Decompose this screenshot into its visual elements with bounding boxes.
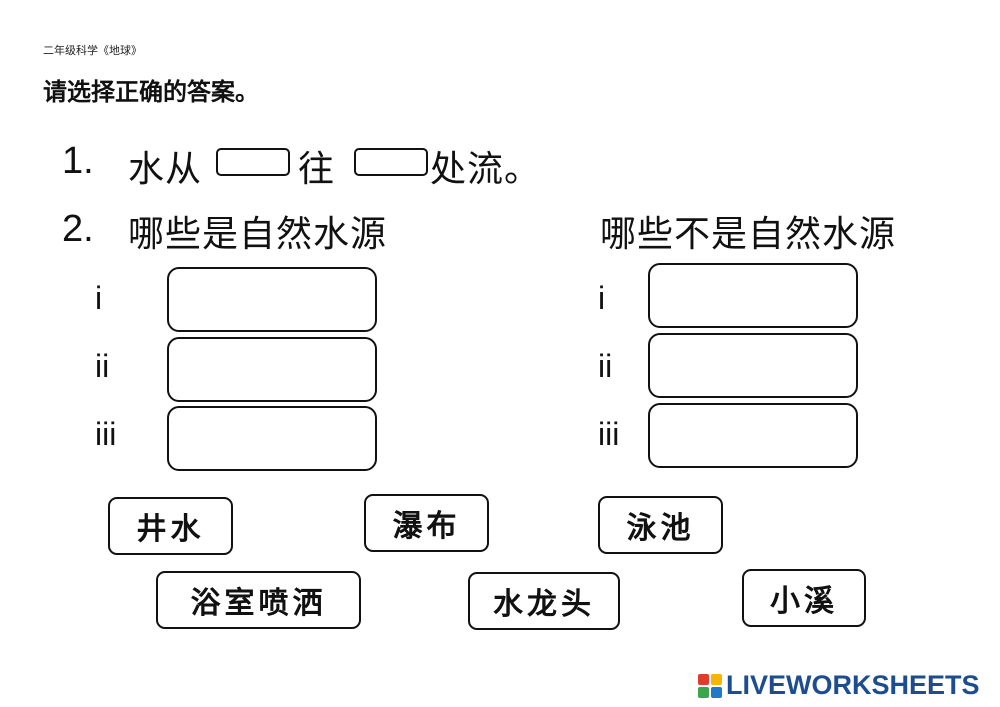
liveworksheets-logo-icon — [698, 673, 722, 698]
right-label-ii: ii — [598, 348, 613, 384]
question-1-text-part2: 往 — [298, 149, 336, 190]
worksheet-subtitle: 二年级科学《地球》 — [43, 44, 142, 57]
question-1-text-part1: 水从 — [128, 149, 203, 190]
right-label-iii: iii — [598, 416, 620, 452]
natural-answer-box-3[interactable] — [167, 406, 377, 471]
word-card-well-water[interactable]: 井水 — [108, 497, 233, 555]
natural-water-heading: 哪些是自然水源 — [128, 214, 388, 255]
question-2-number: 2. — [62, 208, 94, 250]
question-1-blank-2[interactable] — [354, 148, 428, 176]
question-1-text-part3: 处流。 — [430, 149, 542, 190]
natural-answer-box-1[interactable] — [167, 267, 377, 332]
non-natural-answer-box-3[interactable] — [648, 403, 858, 468]
word-card-waterfall[interactable]: 瀑布 — [364, 494, 489, 552]
word-card-stream[interactable]: 小溪 — [742, 569, 866, 627]
word-card-faucet[interactable]: 水龙头 — [468, 572, 620, 630]
right-label-i: i — [598, 280, 606, 316]
liveworksheets-logo: LIVEWORKSHEETS — [698, 670, 980, 701]
natural-answer-box-2[interactable] — [167, 337, 377, 402]
instruction-text: 请选择正确的答案。 — [43, 78, 259, 106]
non-natural-water-heading: 哪些不是自然水源 — [600, 214, 897, 255]
non-natural-answer-box-1[interactable] — [648, 263, 858, 328]
left-label-ii: ii — [95, 348, 110, 384]
question-1-number: 1. — [62, 140, 94, 182]
non-natural-answer-box-2[interactable] — [648, 333, 858, 398]
liveworksheets-logo-text: LIVEWORKSHEETS — [726, 670, 980, 700]
left-label-i: i — [95, 280, 103, 316]
word-card-bathroom-shower[interactable]: 浴室喷洒 — [156, 571, 361, 629]
left-label-iii: iii — [95, 416, 117, 452]
word-card-swimming-pool[interactable]: 泳池 — [598, 496, 723, 554]
question-1-blank-1[interactable] — [216, 148, 290, 176]
